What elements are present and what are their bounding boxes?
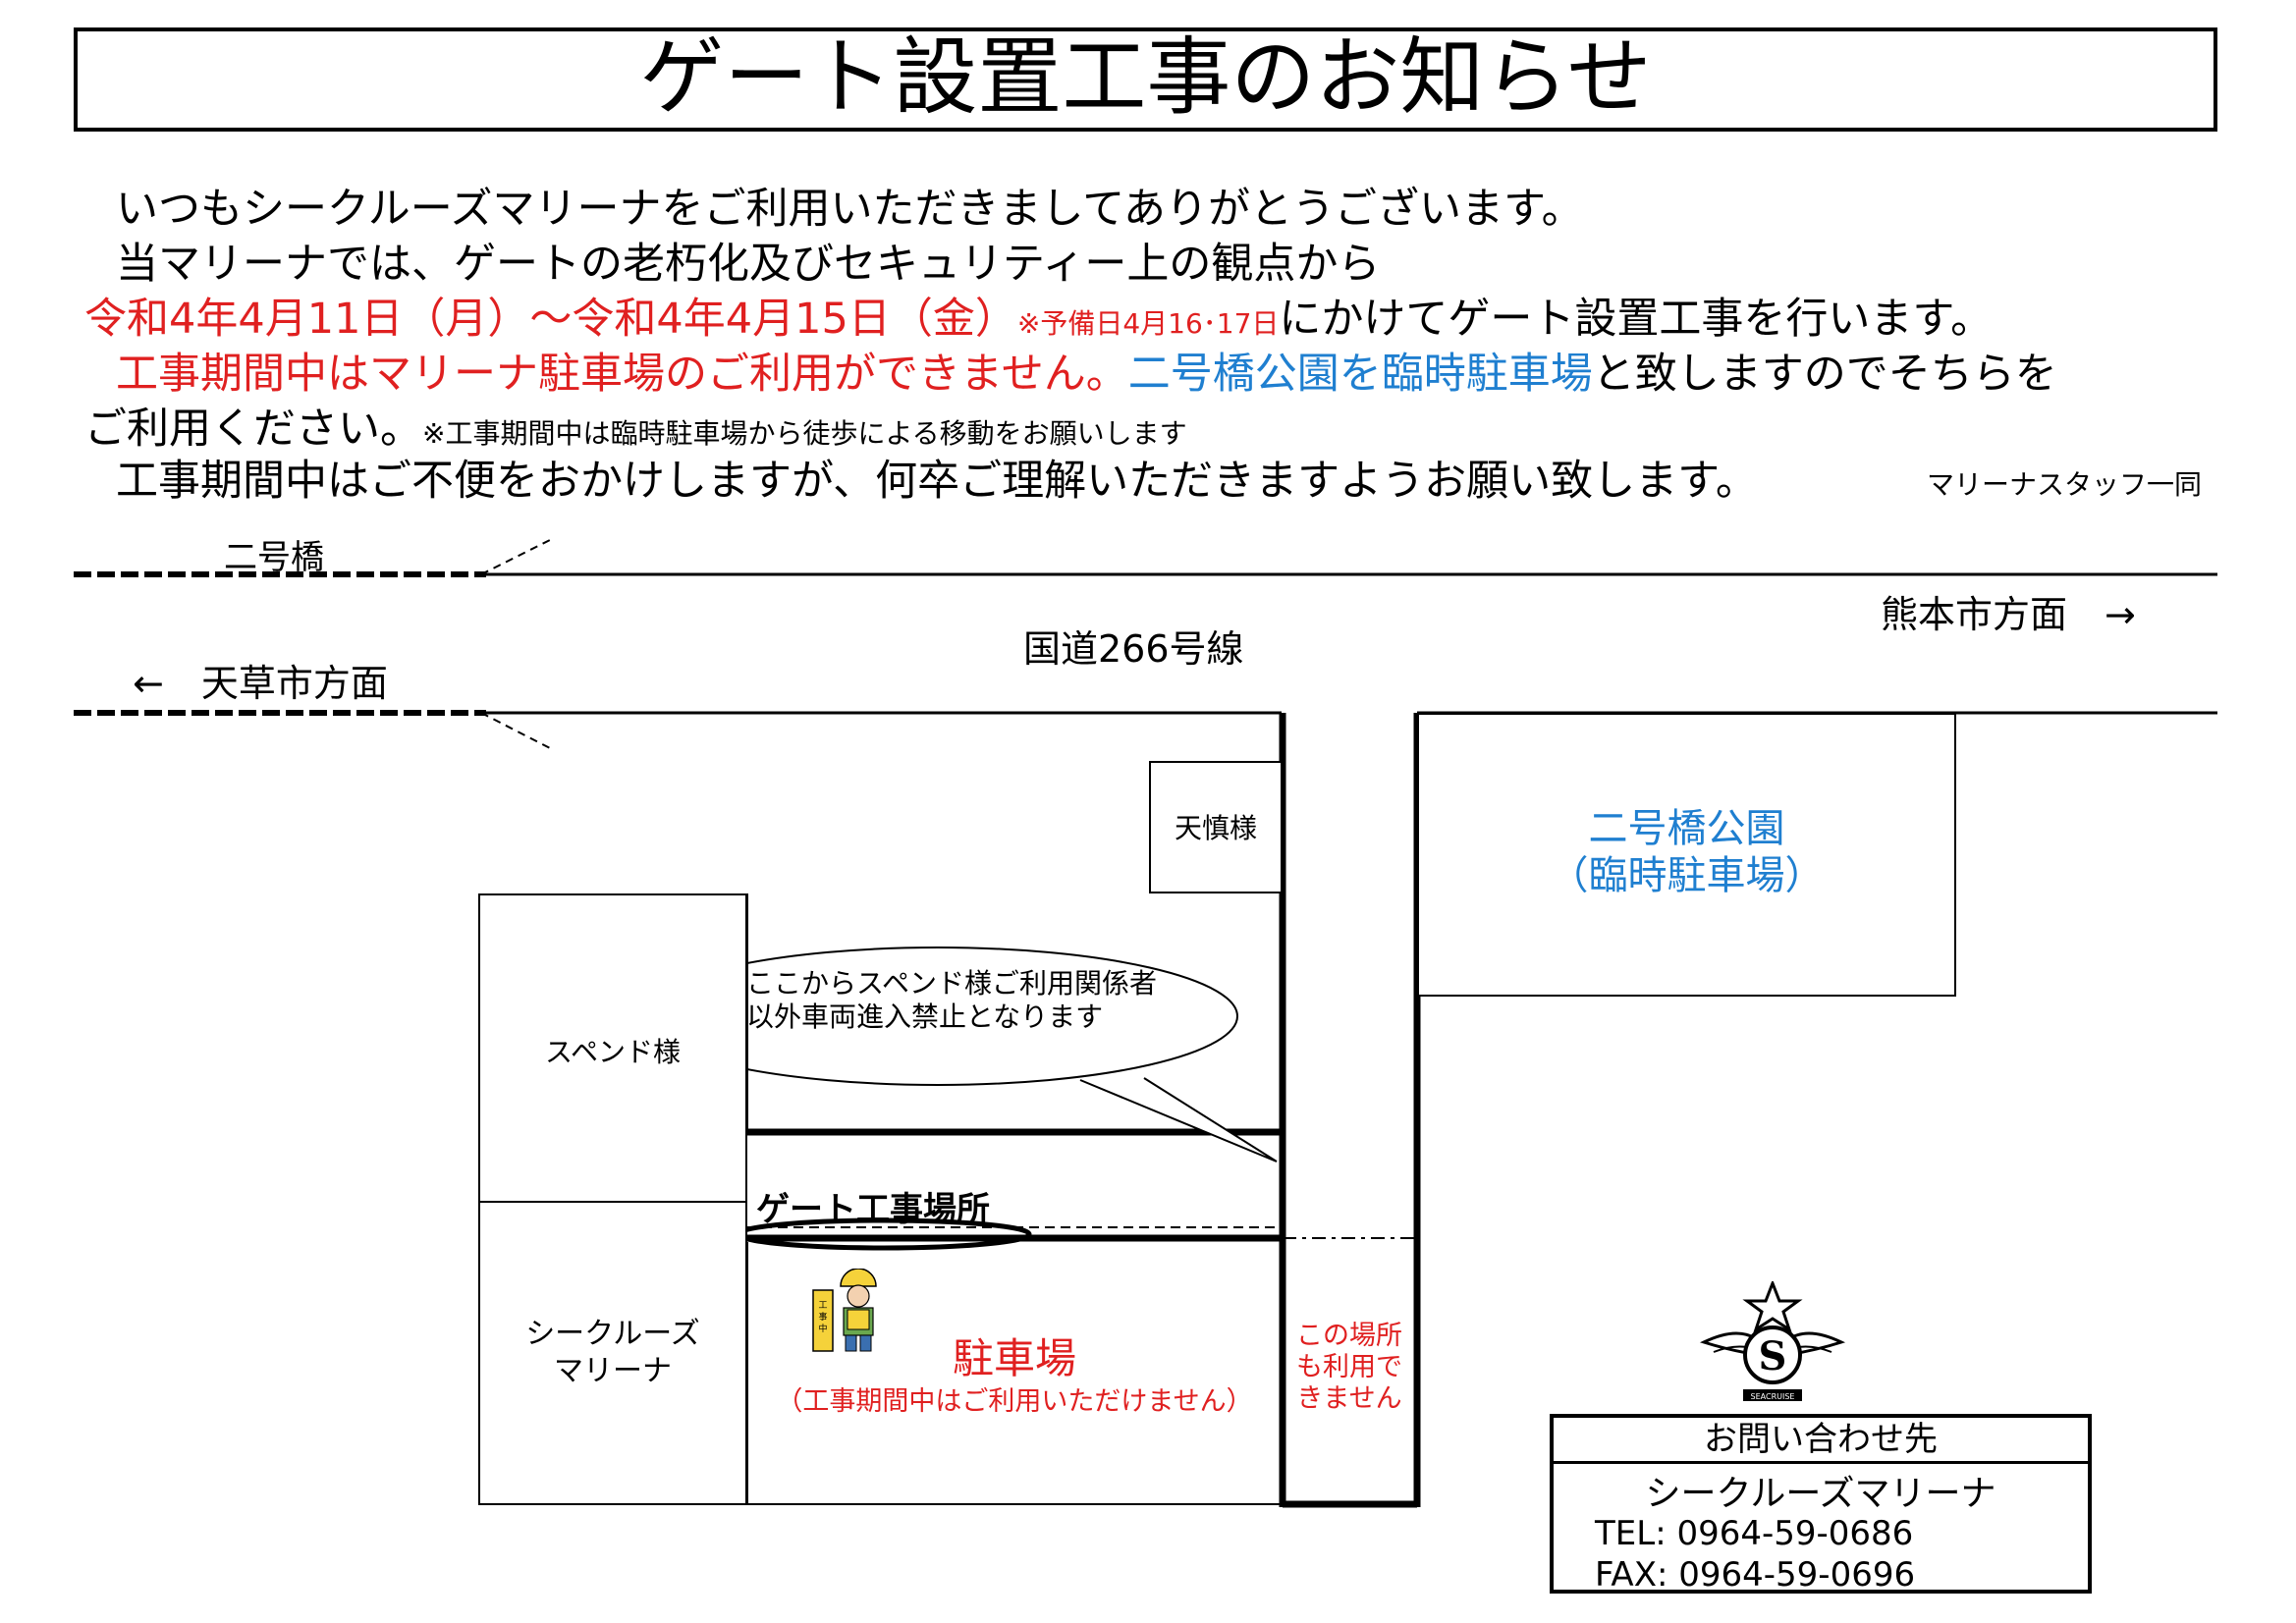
notice-line-5-text: ご利用ください。 — [84, 405, 422, 454]
logo-wordmark: SEACRUISE — [1751, 1392, 1795, 1401]
notice-line-6: 工事期間中はご不便をおかけしますが、何卒ご理解いただきますようお願い致します。 — [116, 457, 1758, 506]
contact-tel: TEL: 0964-59-0686 — [1595, 1514, 1914, 1553]
contact-name: シークルーズマリーナ — [1645, 1474, 1996, 1514]
no-use-line3: きません — [1296, 1383, 1402, 1414]
notice-line-4: 工事期間中はマリーナ駐車場のご利用ができません。二号橋公園を臨時駐車場と致します… — [116, 347, 2057, 402]
svg-text:S: S — [1759, 1333, 1787, 1380]
notice-line-4-rest: と致しますのでそちらを — [1592, 350, 2057, 399]
page-title: ゲート設置工事のお知らせ — [639, 28, 1652, 127]
notice-line-1: いつもシークルーズマリーナをご利用いただきましてありがとうございます。 — [116, 185, 1584, 234]
park-note: （臨時駐車場） — [1549, 853, 1825, 898]
bridge-upper-slant — [480, 539, 551, 575]
no-use-label: この場所 も利用で きません — [1285, 1321, 1413, 1415]
contact-fax: FAX: 0964-59-0696 — [1595, 1555, 1916, 1595]
bridge-label: 二号橋 — [224, 538, 324, 577]
construction-dates: 令和4年4月11日（月）～令和4年4月15日（金） — [84, 295, 1017, 344]
tenshin-building — [1149, 761, 1283, 893]
notice-line-3-rest: にかけてゲート設置工事を行います。 — [1279, 295, 1994, 344]
contact-box: お問い合わせ先 シークルーズマリーナ TEL: 0964-59-0686 FAX… — [1550, 1414, 2092, 1595]
route-label: 国道266号線 — [1023, 627, 1244, 671]
hardhat-icon — [840, 1269, 877, 1287]
reserve-dates-note: ※予備日4月16･17日 — [1016, 307, 1280, 340]
callout-text: ここからスペンド様ご利用関係者 以外車両進入禁止となります — [746, 967, 1157, 1034]
worker-sign-char-3: 中 — [818, 1323, 827, 1334]
parking-unavailable-text: 工事期間中はマリーナ駐車場のご利用ができません。 — [116, 350, 1128, 399]
park-area — [1417, 713, 1956, 997]
no-use-line2: も利用で — [1296, 1352, 1402, 1382]
spend-lot-left — [746, 893, 748, 1132]
seacruise-label: シークルーズ マリーナ — [478, 1316, 747, 1390]
parking-label: 駐車場 — [952, 1334, 1076, 1382]
seacruise-label-line1: シークルーズ — [525, 1317, 700, 1351]
parking-lot — [746, 1242, 1283, 1505]
callout-pointer — [1079, 1077, 1278, 1163]
temporary-parking-text: 二号橋公園を臨時駐車場 — [1127, 350, 1593, 399]
seacruise-logo: S SEACRUISE — [1699, 1281, 1846, 1401]
to-amakusa-label: ← 天草市方面 — [133, 662, 388, 705]
notice-line-3: 令和4年4月11日（月）～令和4年4月15日（金）※予備日4月16･17日にかけ… — [84, 292, 1993, 352]
park-name: 二号橋公園 — [1588, 806, 1785, 851]
callout-line2: 以外車両進入禁止となります — [746, 1001, 1104, 1033]
title-frame — [74, 27, 2217, 132]
parking-note: （工事期間中はご利用いただけません） — [776, 1386, 1253, 1417]
gate-site-label: ゲート工事場所 — [756, 1190, 990, 1229]
worker-sign-char-2: 事 — [818, 1311, 827, 1323]
tenshin-label: 天慎様 — [1174, 812, 1257, 844]
bridge-lower-slant — [480, 712, 551, 749]
signature: マリーナスタッフ一同 — [1927, 468, 2203, 501]
emblem-circle — [1743, 1325, 1802, 1384]
construction-worker-icon: 工 事 中 — [812, 1269, 877, 1352]
worker-sign-char-1: 工 — [818, 1301, 827, 1311]
to-kumamoto-label: 熊本市方面 → — [1881, 593, 2136, 636]
star-icon — [1742, 1281, 1803, 1333]
notice-line-2: 当マリーナでは、ゲートの老朽化及びセキュリティー上の観点から — [116, 240, 1381, 289]
no-use-line1: この場所 — [1296, 1321, 1402, 1351]
notice-line-5: ご利用ください。※工事期間中は臨時駐車場から徒歩による移動をお願いします — [84, 402, 1187, 461]
walk-note: ※工事期間中は臨時駐車場から徒歩による移動をお願いします — [422, 417, 1187, 450]
callout-line1: ここからスペンド様ご利用関係者 — [746, 967, 1158, 1000]
spend-label: スペンド様 — [544, 1036, 682, 1068]
seacruise-label-line2: マリーナ — [554, 1354, 672, 1388]
contact-heading: お問い合わせ先 — [1554, 1418, 2088, 1464]
construction-sign-icon — [812, 1289, 834, 1352]
